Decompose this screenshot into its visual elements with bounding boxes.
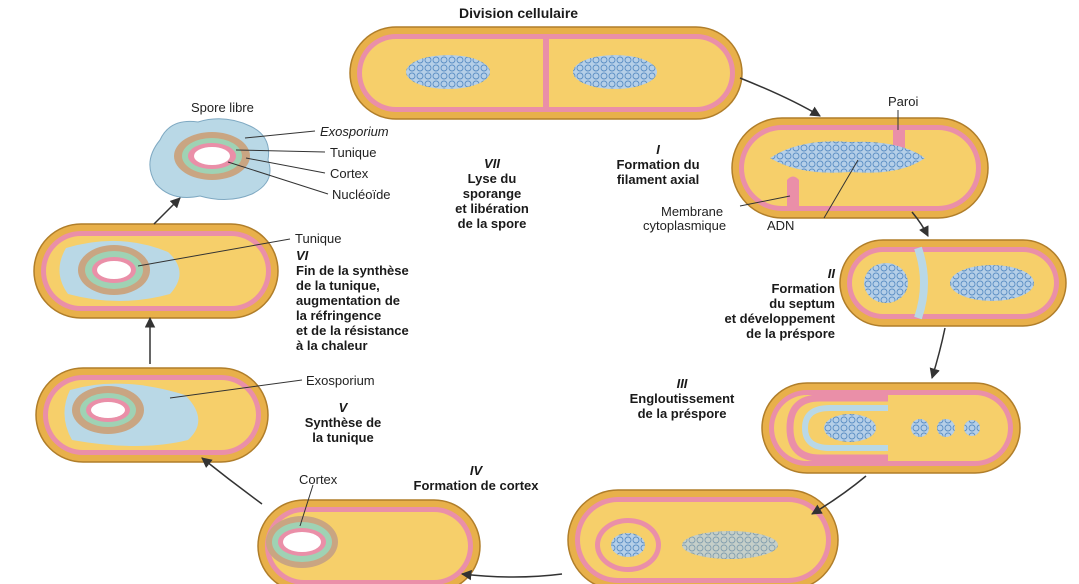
stage-iv-line: Formation de cortex xyxy=(414,478,539,493)
stage-iii-line: Engloutissement xyxy=(630,391,735,406)
cell-stage-vi xyxy=(34,224,278,318)
label-cortex-iv: Cortex xyxy=(299,472,337,487)
stage-ii-number: II xyxy=(690,266,835,281)
stage-vi-line: Fin de la synthèse xyxy=(296,263,409,278)
stage-i-line: Formation du xyxy=(616,157,699,172)
stage-ii-text: II Formation du septum et développement … xyxy=(690,266,835,341)
stage-v-number: V xyxy=(293,400,393,415)
stage-i-text: I Formation du filament axial xyxy=(598,142,718,187)
stage-ii-line: du septum xyxy=(769,296,835,311)
label-paroi: Paroi xyxy=(888,94,918,109)
dna-cluster xyxy=(573,55,657,89)
stage-v-text: V Synthèse de la tunique xyxy=(293,400,393,445)
cell-stage-i xyxy=(732,118,988,218)
stage-vi-line: à la chaleur xyxy=(296,338,368,353)
stage-vii-line: de la spore xyxy=(458,216,527,231)
stage-vii-line: et libération xyxy=(455,201,529,216)
label-membrane: Membrane xyxy=(661,204,723,219)
dna-cluster xyxy=(406,55,490,89)
stage-v-line: Synthèse de xyxy=(305,415,382,430)
label-cytoplasmique: cytoplasmique xyxy=(643,218,726,233)
stage-vi-line: de la tunique, xyxy=(296,278,380,293)
stage-iv-text: IV Formation de cortex xyxy=(376,463,576,493)
diagram-title: Division cellulaire xyxy=(459,5,578,21)
stage-ii-line: de la préspore xyxy=(746,326,835,341)
stage-vi-line: augmentation de xyxy=(296,293,400,308)
stage-iii-text: III Engloutissement de la préspore xyxy=(612,376,752,421)
label-cortex-free: Cortex xyxy=(330,166,368,181)
cell-stage-iii xyxy=(762,383,1020,473)
stage-vii-text: VII Lyse du sporange et libération de la… xyxy=(437,156,547,231)
cell-stage-v xyxy=(36,368,268,462)
stage-i-number: I xyxy=(598,142,718,157)
stage-i-line: filament axial xyxy=(617,172,699,187)
stage-vi-number: VI xyxy=(296,248,476,263)
stage-ii-line: et développement xyxy=(724,311,835,326)
stage-v-line: la tunique xyxy=(312,430,373,445)
stage-vii-line: Lyse du xyxy=(468,171,517,186)
cell-bottom-right xyxy=(568,490,838,584)
cell-stage-ii xyxy=(840,240,1066,326)
stage-vi-line: la réfringence xyxy=(296,308,381,323)
stage-vi-text: VI Fin de la synthèse de la tunique, aug… xyxy=(296,248,476,353)
cell-stage-iv xyxy=(258,500,480,584)
stage-iv-number: IV xyxy=(376,463,576,478)
cell-division-top xyxy=(350,27,742,119)
label-exosporium-free: Exosporium xyxy=(320,124,389,139)
label-spore-libre: Spore libre xyxy=(191,100,254,115)
label-adn: ADN xyxy=(767,218,794,233)
label-tunique-free: Tunique xyxy=(330,145,377,160)
stage-iii-number: III xyxy=(612,376,752,391)
stage-vi-line: et de la résistance xyxy=(296,323,409,338)
stage-ii-line: Formation xyxy=(771,281,835,296)
stage-iii-line: de la préspore xyxy=(638,406,727,421)
label-tunique-vi: Tunique xyxy=(295,231,342,246)
stage-vii-number: VII xyxy=(437,156,547,171)
label-exosporium-v: Exosporium xyxy=(306,373,375,388)
stage-vii-line: sporange xyxy=(463,186,522,201)
label-nucleoide: Nucléoïde xyxy=(332,187,391,202)
